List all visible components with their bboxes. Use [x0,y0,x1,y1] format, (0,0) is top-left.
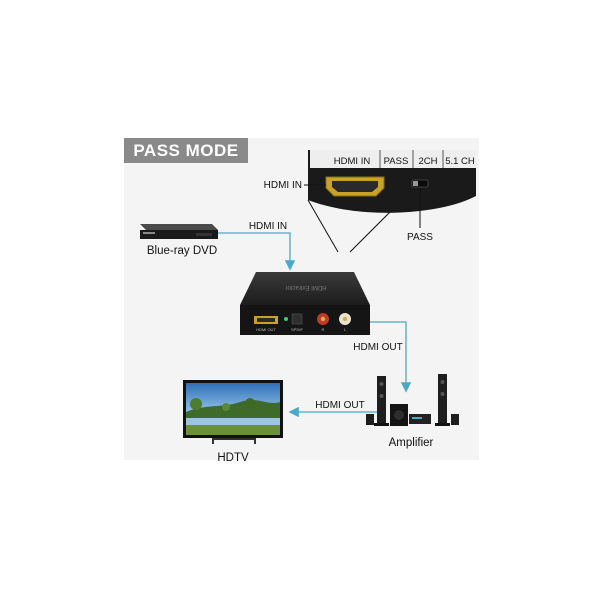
callout-hdmi-in: HDMI IN [264,180,302,191]
audio-extractor-icon: HDMI Extractor HDMI OUT SPDIF R L [240,272,370,335]
extractor-spdif-port-icon [292,314,302,324]
zoom-panel: HDMI IN PASS 2CH 5.1 CH [308,150,476,213]
label-amplifier: Amplifier [389,437,434,449]
bluray-player-icon [140,224,218,239]
port-label-hdmi-out: HDMI OUT [256,327,276,332]
connector-bluray-to-extractor [218,233,290,268]
callout-pass: PASS [407,232,433,243]
label-hdmi-out-tv: HDMI OUT [315,400,364,411]
port-label-spdif: SPDIF [291,327,303,332]
amplifier-speakers-icon [366,374,459,426]
svg-text:HDMI Extractor: HDMI Extractor [285,284,326,290]
connector-extractor-to-amplifier [370,322,406,390]
zoom-label-hdmi-in: HDMI IN [334,156,371,167]
extractor-led-icon [284,317,288,321]
zoom-label-51ch: 5.1 CH [445,156,475,167]
label-bluray: Blue-ray DVD [147,245,217,257]
label-hdmi-in: HDMI IN [249,221,287,232]
port-label-r: R [322,327,325,332]
zoom-label-pass: PASS [384,156,409,167]
zoom-label-2ch: 2CH [418,156,437,167]
label-hdmi-out-amp: HDMI OUT [353,342,402,353]
label-hdtv: HDTV [217,452,249,464]
hdtv-icon [183,380,283,444]
